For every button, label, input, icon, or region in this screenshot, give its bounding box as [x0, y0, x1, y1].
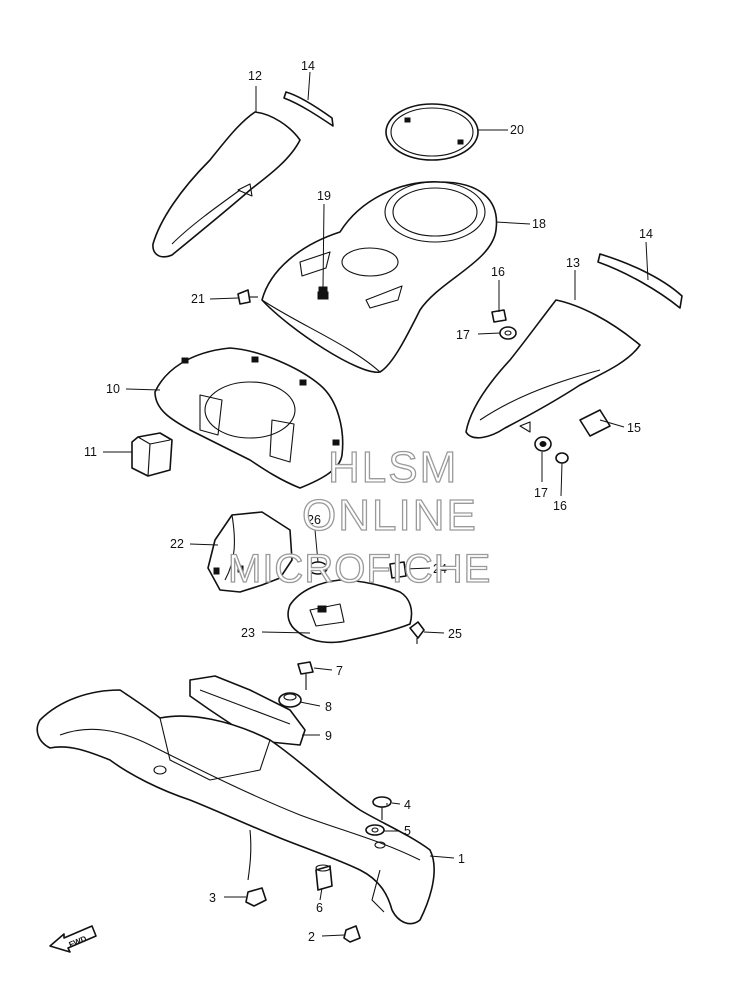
- part-17-grommet-upper: [499, 326, 517, 340]
- callout-13: 13: [566, 256, 580, 270]
- part-13-right-cover: [465, 299, 641, 439]
- callout-12: 12: [248, 69, 262, 83]
- watermark-line-1: HLSM: [328, 443, 458, 492]
- part-16-nut-lower: [555, 452, 569, 464]
- callout-18: 18: [532, 217, 546, 231]
- part-14-trim-strip-right: [597, 253, 683, 309]
- part-8-cushion: [278, 692, 302, 708]
- part-18-meter-cover: [261, 181, 498, 373]
- part-23-lower-bracket: [287, 579, 413, 644]
- callout-15: 15: [627, 421, 641, 435]
- part-11-block: [131, 432, 173, 477]
- callout-5: 5: [404, 824, 411, 838]
- callout-25: 25: [448, 627, 462, 641]
- callout-6: 6: [316, 901, 323, 915]
- part-7-bolt: [297, 661, 314, 690]
- part-2-cap: [343, 925, 361, 943]
- callout-14-top: 14: [301, 59, 315, 73]
- leader-lines: [103, 71, 649, 937]
- callout-17-upper: 17: [456, 328, 470, 342]
- callout-21: 21: [191, 292, 205, 306]
- part-3-cap: [245, 887, 267, 907]
- watermark-line-3: MICROFICHE: [228, 547, 491, 591]
- callout-20: 20: [510, 123, 524, 137]
- part-5-washer: [365, 824, 385, 836]
- callout-4: 4: [404, 798, 411, 812]
- part-16-nut-upper: [491, 309, 507, 323]
- callout-17-lower: 17: [534, 486, 548, 500]
- part-21-screw: [237, 289, 258, 305]
- callout-16-lower: 16: [553, 499, 567, 513]
- callout-labels: 12 14 20 19 18 14 13 16 17 21 10 11 15 1…: [84, 59, 653, 944]
- callout-26: 26: [307, 513, 321, 527]
- part-14-trim-strip-top: [283, 91, 334, 127]
- part-25-push-rivet: [409, 621, 425, 644]
- callout-19: 19: [317, 189, 331, 203]
- part-9-mount-bracket: [189, 675, 306, 746]
- callout-2: 2: [308, 930, 315, 944]
- part-24-clip: [389, 561, 407, 579]
- part-17-grommet-lower: [534, 436, 552, 452]
- callout-16-upper: 16: [491, 265, 505, 279]
- watermark: HLSM ONLINE MICROFICHE: [227, 442, 491, 591]
- part-6-spacer: [315, 864, 333, 891]
- callout-3: 3: [209, 891, 216, 905]
- callout-14-right: 14: [639, 227, 653, 241]
- callout-10: 10: [106, 382, 120, 396]
- callout-24: 24: [433, 562, 447, 576]
- part-1-main-frame: [36, 689, 435, 925]
- part-20-ring: [385, 103, 479, 161]
- callout-23: 23: [241, 626, 255, 640]
- callout-11: 11: [84, 445, 97, 459]
- callout-8: 8: [325, 700, 332, 714]
- part-10-inner-panel: [154, 347, 344, 489]
- watermark-line-2: ONLINE: [302, 491, 478, 540]
- part-22-left-bracket: [207, 511, 293, 593]
- part-4-bolt: [372, 796, 392, 820]
- callout-9: 9: [325, 729, 332, 743]
- callout-22: 22: [170, 537, 184, 551]
- part-19-clip: [318, 286, 328, 294]
- callout-7: 7: [336, 664, 343, 678]
- callout-1: 1: [458, 852, 465, 866]
- part-15-pad: [579, 409, 611, 437]
- part-12-left-cover: [152, 111, 301, 258]
- fwd-arrow-icon: FWD: [49, 925, 97, 953]
